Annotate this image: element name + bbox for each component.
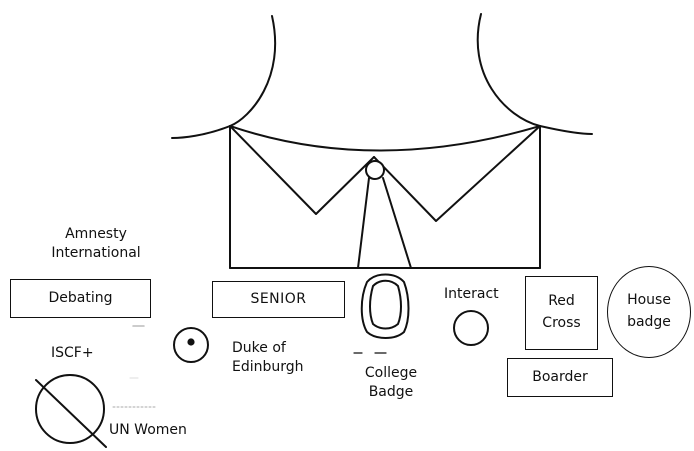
tie-left-edge	[357, 177, 370, 269]
duke-line-2: Edinburgh	[232, 358, 304, 375]
dotted-circle-icon	[173, 327, 209, 363]
amnesty-international-label: Amnesty International	[36, 225, 156, 263]
circle-icon	[453, 310, 489, 346]
boarder-label: Boarder	[532, 368, 588, 385]
crest-outer	[360, 273, 410, 339]
house-badge: House badge	[607, 266, 691, 358]
un-women-label: UN Women	[109, 422, 187, 438]
collar-left	[229, 125, 375, 215]
collar-button	[365, 160, 385, 180]
senior-badge: SENIOR	[212, 281, 345, 318]
shield-crest-icon	[353, 273, 410, 354]
senior-label: SENIOR	[250, 290, 307, 307]
shoulder-right-curve	[476, 13, 593, 135]
college-line-2: Badge	[368, 383, 414, 400]
crossed-circle-icon	[35, 374, 157, 448]
college-line-1: College	[364, 365, 418, 381]
tie-right-edge	[382, 177, 412, 269]
duke-of-edinburgh-label: Duke of Edinburgh	[232, 339, 304, 377]
house-line-1: House	[627, 292, 671, 309]
collar-right	[373, 125, 541, 222]
crest-inner	[369, 279, 402, 330]
college-badge-label: College Badge	[346, 364, 436, 402]
interact-label: Interact	[444, 286, 499, 302]
iscf-label: ISCF+	[51, 345, 94, 361]
amnesty-line-2: International	[51, 244, 141, 261]
boarder-badge: Boarder	[507, 358, 613, 397]
shoulder-left-curve	[171, 15, 277, 139]
amnesty-line-1: Amnesty	[65, 226, 127, 242]
duke-line-1: Duke of	[232, 340, 286, 356]
red-cross-line-1: Red	[548, 293, 575, 310]
red-cross-badge: Red Cross	[525, 276, 598, 350]
neckline-curve	[229, 125, 541, 152]
debating-label: Debating	[48, 289, 113, 306]
red-cross-line-2: Cross	[542, 315, 581, 331]
shirt-collar-tie-icon	[171, 13, 593, 269]
debating-badge: Debating	[10, 279, 151, 318]
house-line-2: badge	[627, 314, 671, 330]
